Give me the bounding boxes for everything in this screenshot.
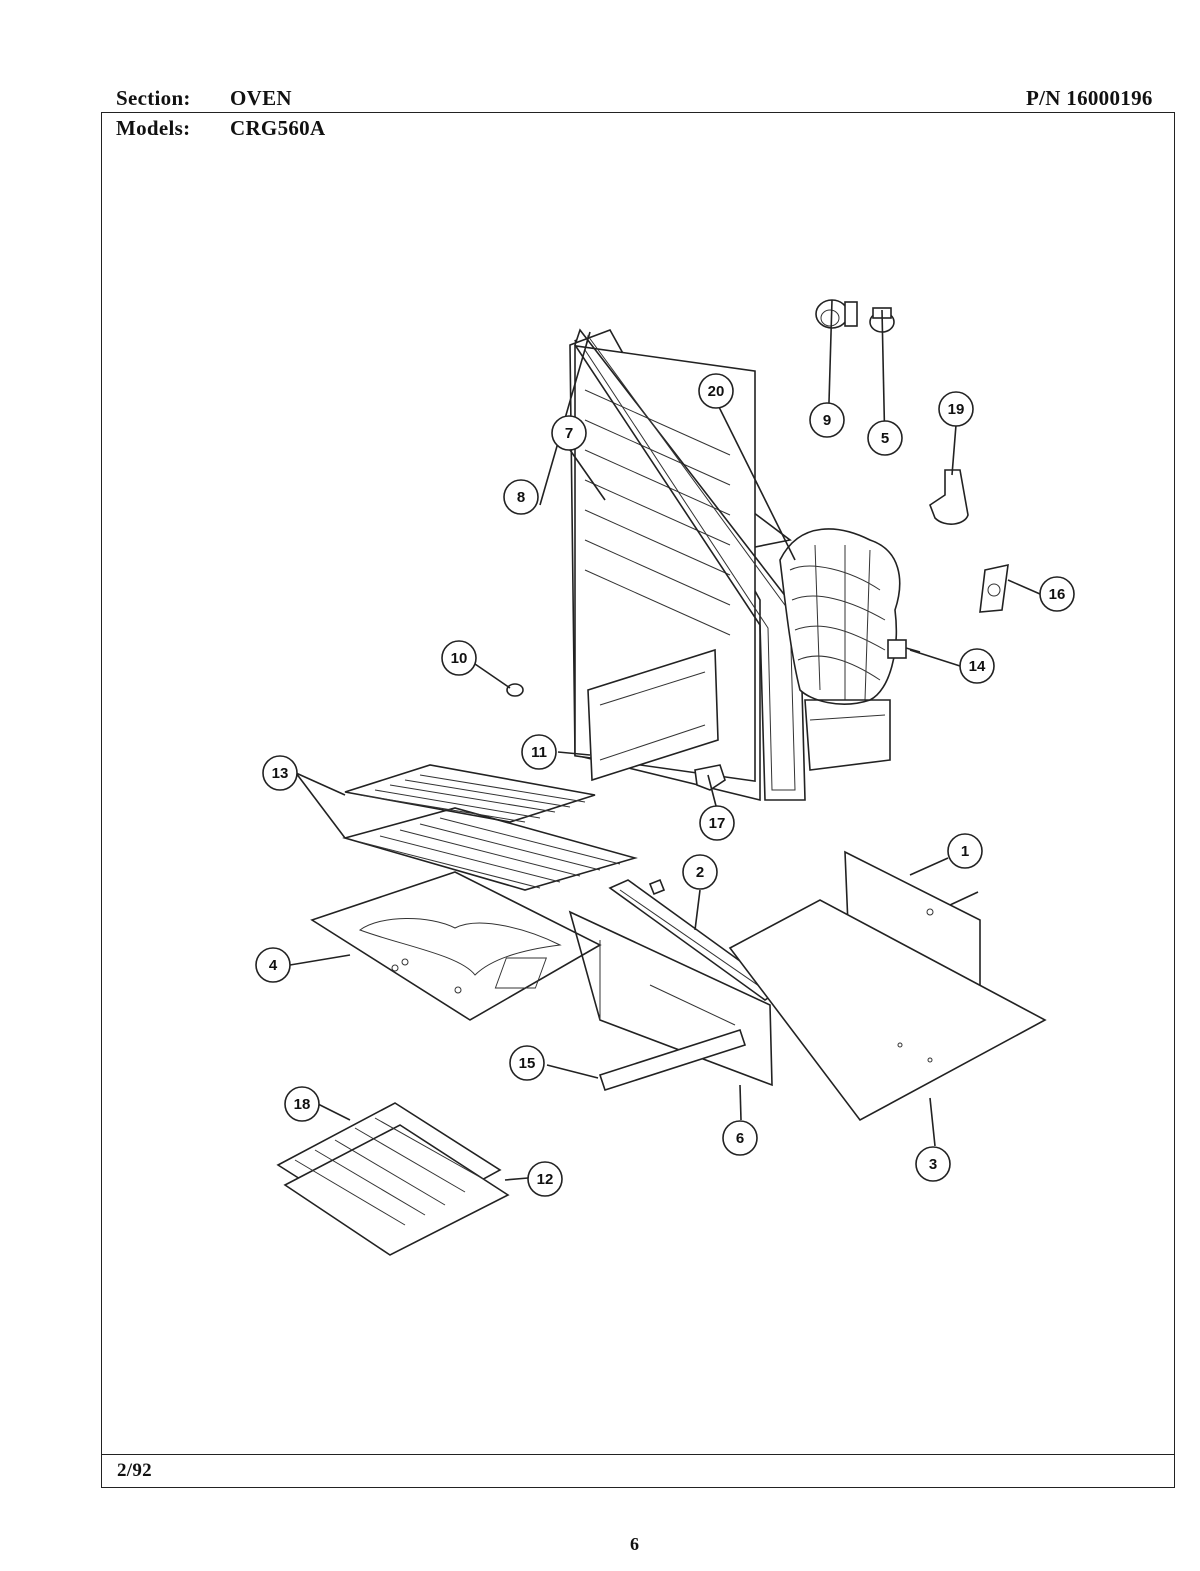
- callout-14: 14: [959, 648, 995, 684]
- callout-3: 3: [915, 1146, 951, 1182]
- callout-5-label: 5: [881, 430, 889, 447]
- callout-6-label: 6: [736, 1130, 744, 1147]
- callout-20-label: 20: [708, 383, 725, 400]
- burner-rail: [608, 878, 782, 1001]
- callout-2-label: 2: [696, 864, 704, 881]
- page-number: 6: [630, 1534, 640, 1554]
- callout-11-label: 11: [531, 744, 547, 761]
- bake-baffle: [587, 648, 719, 782]
- footer-divider: [101, 1454, 1175, 1455]
- light-socket: [815, 299, 858, 329]
- mounting-bracket: [979, 563, 1009, 613]
- callout-16: 16: [1039, 576, 1075, 612]
- callout-11: 11: [521, 734, 557, 770]
- callout-10-label: 10: [451, 650, 468, 667]
- callout-9-label: 9: [823, 412, 831, 429]
- callout-1: 1: [947, 833, 983, 869]
- callout-7-label: 7: [565, 425, 573, 442]
- callout-19: 19: [938, 391, 974, 427]
- callout-13: 13: [262, 755, 298, 791]
- section-label: Section:: [116, 86, 191, 110]
- bulb-cover: [929, 469, 969, 525]
- door-switch: [887, 639, 921, 659]
- broiler-pan: [276, 1102, 510, 1256]
- oven-racks: [342, 764, 638, 891]
- callout-7: 7: [551, 415, 587, 451]
- section-value: OVEN: [230, 86, 292, 110]
- callout-15: 15: [509, 1045, 545, 1081]
- insulation-blanket: [779, 528, 901, 705]
- models-label: Models:: [116, 116, 191, 140]
- callout-8: 8: [503, 479, 539, 515]
- callout-19-label: 19: [948, 401, 965, 418]
- callout-12-label: 12: [537, 1171, 554, 1188]
- models-value: CRG560A: [230, 116, 326, 140]
- rack-clip: [694, 764, 726, 791]
- callout-18: 18: [284, 1086, 320, 1122]
- callout-15-label: 15: [519, 1055, 536, 1072]
- callout-6: 6: [722, 1120, 758, 1156]
- burner-tube: [598, 1028, 747, 1092]
- callout-18-label: 18: [294, 1096, 311, 1113]
- callout-16-label: 16: [1049, 586, 1066, 603]
- oven-bottom: [310, 871, 602, 1021]
- part-number: P/N 16000196: [1026, 86, 1153, 110]
- callout-17-label: 17: [709, 815, 726, 832]
- callout-14-label: 14: [969, 658, 986, 675]
- callout-1-label: 1: [961, 843, 969, 860]
- callout-13-label: 13: [272, 765, 289, 782]
- callout-20: 20: [698, 373, 734, 409]
- base-pan: [494, 899, 1047, 1122]
- callout-17: 17: [699, 805, 735, 841]
- callout-12: 12: [527, 1161, 563, 1197]
- callout-10: 10: [441, 640, 477, 676]
- cavity-base-frame: [804, 699, 891, 771]
- small-plug: [506, 683, 524, 697]
- callout-3-label: 3: [929, 1156, 937, 1173]
- callout-8-label: 8: [517, 489, 525, 506]
- diagram-frame: [101, 112, 1175, 1488]
- callout-2: 2: [682, 854, 718, 890]
- callout-5: 5: [867, 420, 903, 456]
- burner-box: [568, 910, 773, 1087]
- callout-4: 4: [255, 947, 291, 983]
- leader-lines: [289, 299, 1041, 1181]
- callout-9: 9: [809, 402, 845, 438]
- revision-date: 2/92: [117, 1460, 152, 1481]
- callout-4-label: 4: [269, 957, 278, 974]
